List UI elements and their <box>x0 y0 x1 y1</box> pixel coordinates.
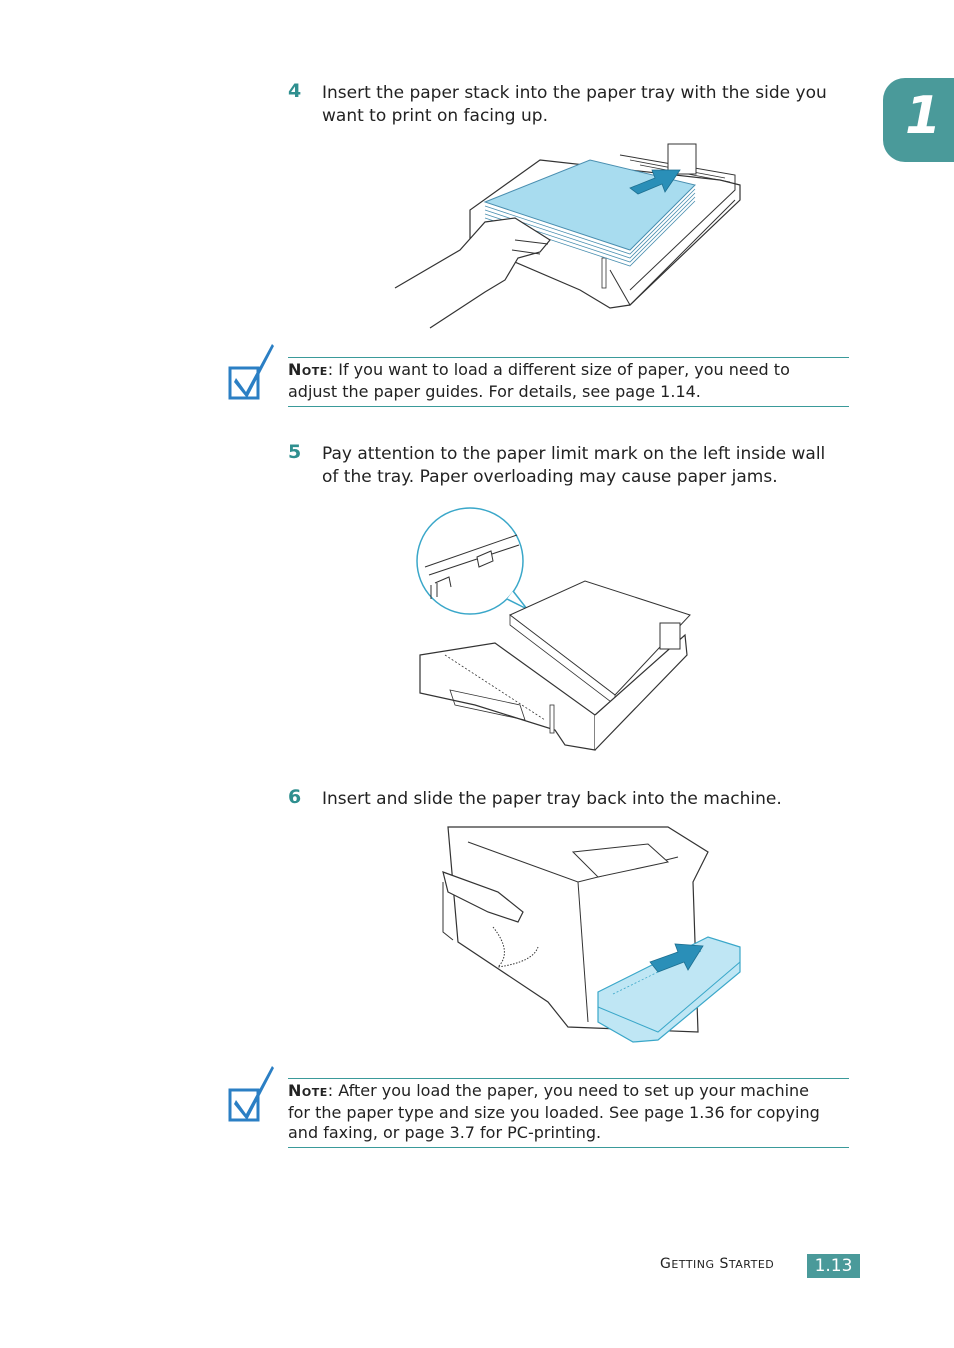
step-4-line2: want to print on facing up. <box>322 106 548 126</box>
step-4-line1: Insert the paper stack into the paper tr… <box>322 83 827 103</box>
step-number-5: 5 <box>288 441 302 463</box>
step-text-4: Insert the paper stack into the paper tr… <box>322 82 852 128</box>
step-number-6: 6 <box>288 786 302 808</box>
checkmark-icon <box>228 1066 274 1122</box>
note-paper-guides: NOTE: If you want to load a different si… <box>288 357 849 407</box>
chapter-number: 1 <box>905 86 942 146</box>
checkmark-icon <box>228 344 274 400</box>
footer-section-title: GETTING STARTED <box>660 1256 775 1272</box>
page-number: 1.13 <box>807 1254 860 1278</box>
note-text-line1: : After you load the paper, you need to … <box>327 1081 810 1100</box>
note-label: NOTE <box>288 360 328 379</box>
note-text-line2: adjust the paper guides. For details, se… <box>288 382 701 401</box>
machine-tray-insert-illustration <box>442 826 741 1043</box>
step-5-line2: of the tray. Paper overloading may cause… <box>322 467 778 487</box>
paper-limit-mark-illustration <box>416 507 691 751</box>
step-5-line1: Pay attention to the paper limit mark on… <box>322 444 826 464</box>
note-paper-type-setup: NOTE: After you load the paper, you need… <box>288 1078 849 1148</box>
step-number-4: 4 <box>288 80 302 102</box>
step-6-line1: Insert and slide the paper tray back int… <box>322 789 782 809</box>
chapter-tab: 1 <box>883 78 954 162</box>
paper-stack-insert-illustration <box>394 143 741 329</box>
note-text-line2: for the paper type and size you loaded. … <box>288 1103 820 1122</box>
note-text-line3: and faxing, or page 3.7 for PC-printing. <box>288 1123 602 1142</box>
step-text-6: Insert and slide the paper tray back int… <box>322 788 852 811</box>
step-text-5: Pay attention to the paper limit mark on… <box>322 443 852 489</box>
note-label: NOTE <box>288 1081 328 1100</box>
note-text-line1: : If you want to load a different size o… <box>327 360 790 379</box>
